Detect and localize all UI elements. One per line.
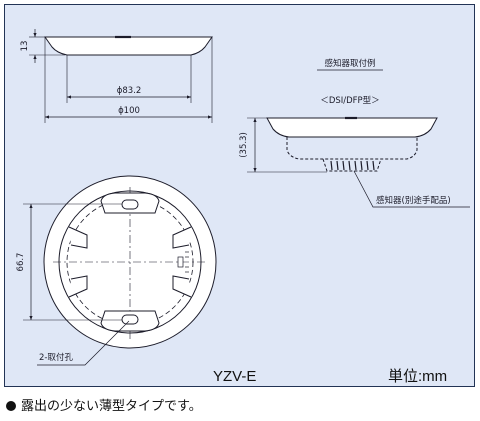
detector-leader-line — [353, 170, 470, 208]
outer-dia-dim-text: ϕ100 — [118, 106, 140, 116]
plan-vertical-dim-text: 66.7 — [16, 253, 26, 272]
technical-drawing: 13 ϕ83.2 ϕ100 感知器取付例 ＜DSI/DFP型＞ (35.3) 感… — [16, 29, 470, 385]
detector-vents — [330, 160, 375, 171]
caption: 露出の少ない薄型タイプです。 — [6, 395, 202, 414]
example-title: 感知器取付例 — [324, 58, 375, 69]
unit-label: 単位:mm — [388, 368, 447, 385]
plan-view — [23, 175, 217, 366]
clip-right-lower — [172, 275, 192, 298]
example-subtitle: ＜DSI/DFP型＞ — [320, 96, 379, 106]
detector-body-dashed — [286, 137, 418, 160]
bullet-icon — [6, 401, 16, 411]
clip-left-upper — [68, 226, 88, 249]
mounting-example-view — [247, 116, 470, 208]
example-base — [266, 117, 438, 138]
terminal-marks — [177, 251, 189, 273]
clip-right-upper — [172, 226, 192, 249]
drawing-panel: 13 ϕ83.2 ϕ100 感知器取付例 ＜DSI/DFP型＞ (35.3) 感… — [4, 4, 475, 387]
example-height-dim-text: (35.3) — [239, 132, 249, 158]
clip-left-lower — [68, 275, 88, 298]
detector-head-dashed — [322, 158, 382, 172]
model-name: YZV-E — [213, 368, 256, 385]
height-dim-text: 13 — [20, 41, 30, 52]
base-profile — [44, 36, 213, 56]
detector-label: 感知器(別途手配品) — [376, 195, 451, 206]
mount-hole-bottom — [121, 314, 139, 325]
side-profile-view — [29, 29, 213, 123]
inner-dia-dim-text: ϕ83.2 — [117, 86, 142, 96]
holes-label: 2-取付孔 — [39, 352, 73, 363]
mount-hole-top — [121, 199, 139, 210]
caption-text: 露出の少ない薄型タイプです。 — [21, 399, 202, 414]
holes-leader-line — [37, 320, 130, 366]
